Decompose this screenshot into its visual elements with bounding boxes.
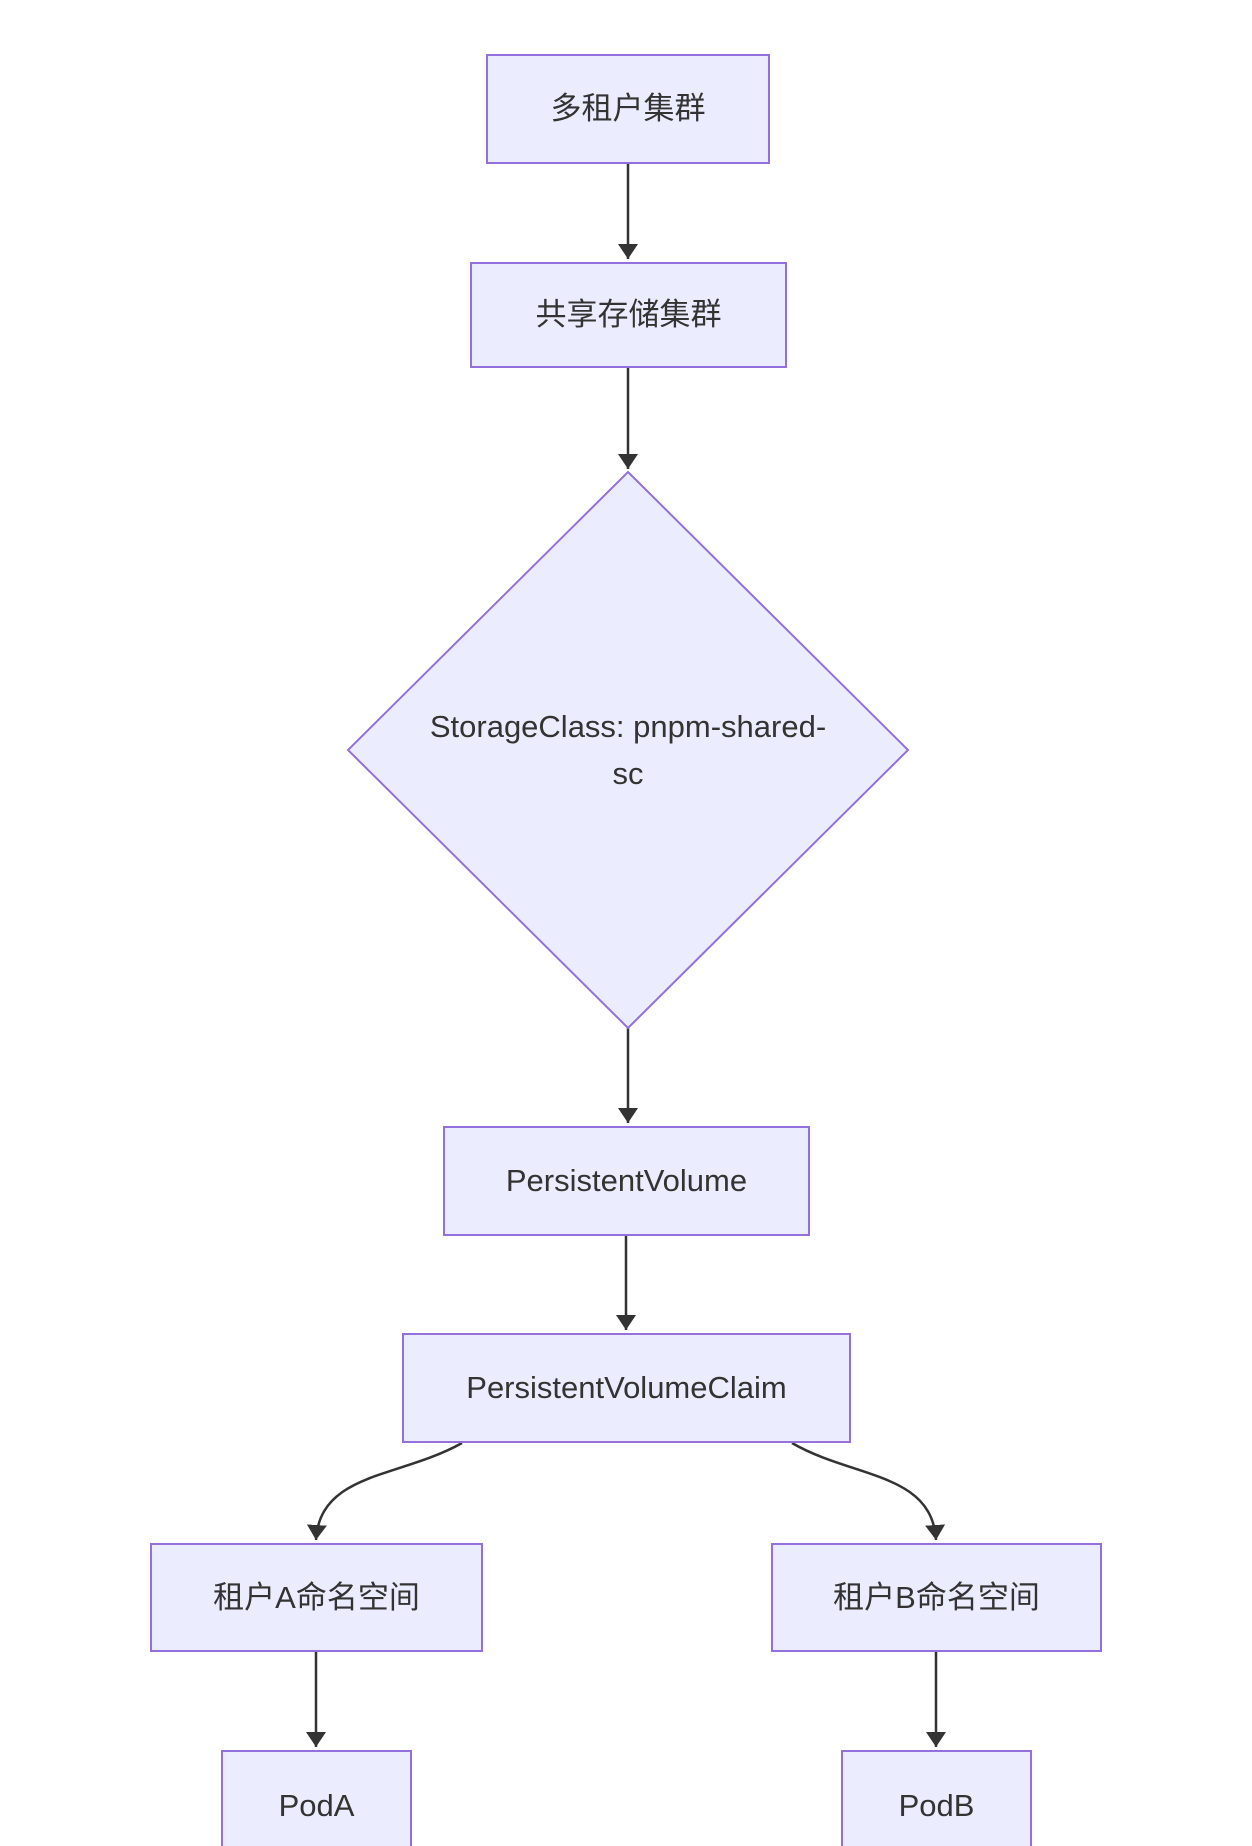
node-shared-storage-cluster-label: 共享存储集群: [535, 297, 722, 333]
edge-pvc-to-tenant-a: [306, 1441, 463, 1541]
decision-storageclass-label-line1: StorageClass: pnpm-shared-: [429, 709, 827, 744]
decision-storageclass-label-line2: sc: [612, 756, 644, 791]
node-tenant-b-namespace: 租户B命名空间: [771, 1543, 1102, 1652]
node-tenant-a-namespace-label: 租户A命名空间: [213, 1579, 420, 1615]
node-multi-tenant-cluster: 多租户集群: [486, 54, 770, 164]
node-pod-a: PodA: [221, 1750, 412, 1846]
node-tenant-a-namespace: 租户A命名空间: [150, 1543, 483, 1652]
node-tenant-b-namespace-label: 租户B命名空间: [833, 1579, 1040, 1615]
node-persistent-volume-claim-label: PersistentVolumeClaim: [466, 1370, 787, 1406]
node-shared-storage-cluster: 共享存储集群: [470, 262, 787, 368]
node-pod-b-label: PodB: [898, 1788, 975, 1824]
decision-storageclass-shape: [346, 470, 910, 1030]
edge-pvc-to-tenant-b: [791, 1441, 946, 1541]
node-multi-tenant-cluster-label: 多租户集群: [550, 91, 706, 127]
decision-storageclass-label: StorageClass: pnpm-shared- sc: [388, 703, 868, 797]
node-persistent-volume-label: PersistentVolume: [505, 1163, 748, 1199]
node-pod-a-label: PodA: [278, 1788, 355, 1824]
node-persistent-volume-claim: PersistentVolumeClaim: [402, 1333, 851, 1443]
node-persistent-volume: PersistentVolume: [443, 1126, 810, 1236]
node-pod-b: PodB: [841, 1750, 1032, 1846]
